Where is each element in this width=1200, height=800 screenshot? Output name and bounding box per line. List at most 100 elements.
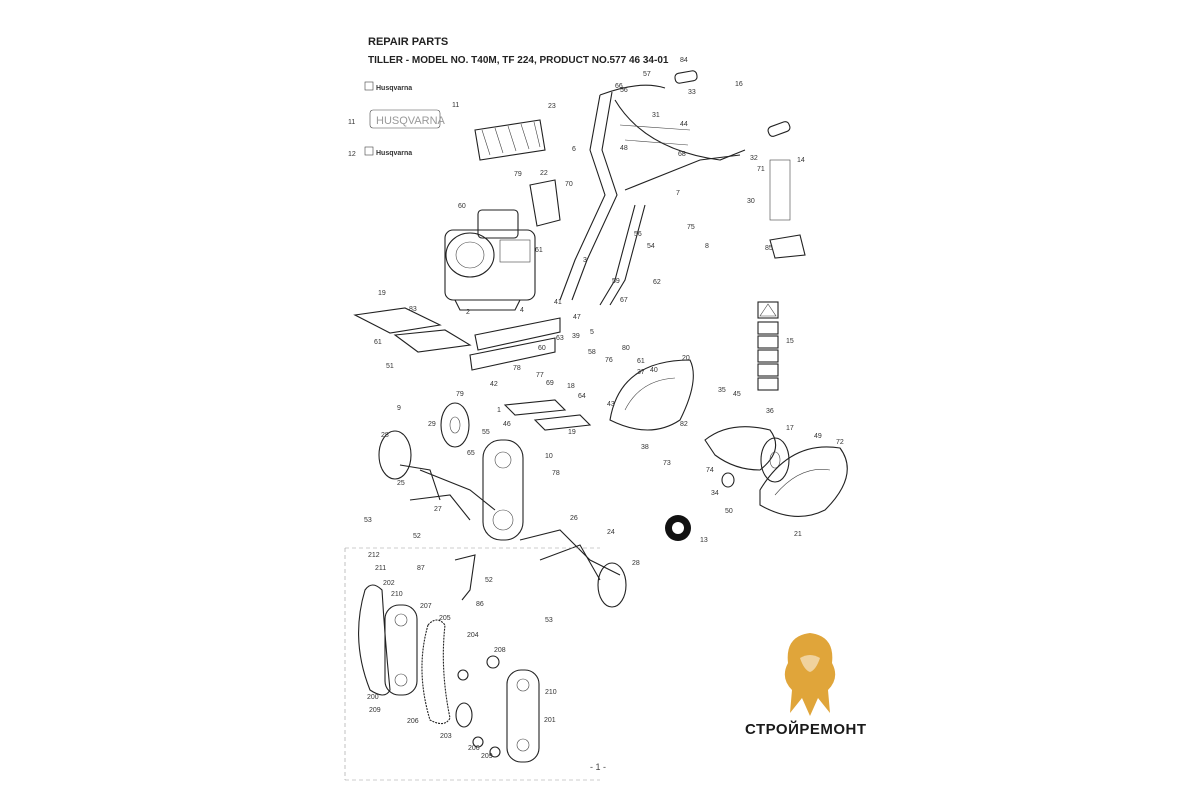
chain-case [482,439,524,541]
page-subtitle: TILLER - MODEL NO. T40M, TF 224, PRODUCT… [368,55,669,66]
logo-wordmark: СТРОЙРЕМОНТ [745,721,867,738]
svg-text:210: 210 [545,689,557,696]
handlebar-assembly [559,70,791,306]
svg-text:39: 39 [572,333,580,340]
svg-text:48: 48 [620,145,628,152]
svg-text:78: 78 [552,470,560,477]
belt-cover [609,359,694,431]
svg-text:62: 62 [653,279,661,286]
svg-text:45: 45 [733,391,741,398]
svg-text:36: 36 [766,408,774,415]
svg-text:26: 26 [570,515,578,522]
svg-text:209: 209 [481,753,493,760]
svg-text:33: 33 [688,89,696,96]
svg-text:15: 15 [786,338,794,345]
svg-text:57: 57 [643,71,651,78]
svg-text:11: 11 [348,119,355,126]
svg-text:35: 35 [718,387,726,394]
svg-text:84: 84 [680,57,688,64]
svg-text:19: 19 [568,429,576,436]
chain-drive-inset [344,547,600,781]
svg-text:87: 87 [417,565,425,572]
svg-text:10: 10 [545,453,553,460]
svg-text:78: 78 [513,365,521,372]
svg-text:80: 80 [622,345,630,352]
svg-text:86: 86 [476,601,484,608]
warning-labels [757,301,779,391]
svg-text:79: 79 [456,391,464,398]
svg-text:56: 56 [634,231,642,238]
svg-text:56: 56 [620,87,628,94]
svg-text:75: 75 [687,224,695,231]
svg-text:30: 30 [747,198,755,205]
svg-text:85: 85 [765,245,773,252]
svg-text:55: 55 [482,429,490,436]
svg-text:22: 22 [540,170,548,177]
svg-text:206: 206 [407,718,419,725]
svg-text:206: 206 [468,745,480,752]
svg-text:61: 61 [374,339,382,346]
svg-text:47: 47 [573,314,581,321]
svg-text:60: 60 [458,203,466,210]
decal-brand-top: Husqvarna [376,85,413,92]
shield-23 [474,119,546,161]
page-number: - 1 - [590,762,607,772]
engine-assembly [444,209,536,311]
svg-text:14: 14 [797,157,805,164]
part-85 [769,234,806,259]
svg-text:1: 1 [497,407,501,414]
svg-text:42: 42 [490,381,498,388]
svg-text:50: 50 [725,508,733,515]
svg-text:70: 70 [565,181,573,188]
svg-text:17: 17 [786,425,794,432]
svg-text:18: 18 [567,383,575,390]
svg-text:32: 32 [750,155,758,162]
svg-text:21: 21 [794,531,802,538]
svg-text:20: 20 [682,355,690,362]
svg-text:202: 202 [383,580,395,587]
svg-text:8: 8 [705,243,709,250]
svg-text:58: 58 [588,349,596,356]
svg-text:64: 64 [578,393,586,400]
left-wheel-and-tines [378,402,496,521]
svg-text:73: 73 [663,460,671,467]
svg-text:53: 53 [545,617,553,624]
svg-text:208: 208 [494,647,506,654]
svg-text:51: 51 [386,363,394,370]
belt-and-pulley [704,426,790,488]
svg-text:40: 40 [650,367,658,374]
svg-text:28: 28 [632,560,640,567]
svg-text:68: 68 [678,151,686,158]
svg-text:23: 23 [548,103,556,110]
svg-text:59: 59 [612,278,620,285]
svg-text:79: 79 [514,171,522,178]
cover-21 [759,446,848,517]
svg-text:203: 203 [440,733,452,740]
page-title: REPAIR PARTS [368,36,449,48]
svg-text:52: 52 [485,577,493,584]
svg-text:53: 53 [364,517,372,524]
svg-text:60: 60 [538,345,546,352]
chassis-assembly [353,307,592,431]
svg-text:31: 31 [652,112,660,119]
svg-text:12: 12 [348,151,356,158]
svg-text:4: 4 [520,307,524,314]
svg-text:7: 7 [676,190,680,197]
svg-text:200: 200 [367,694,379,701]
svg-text:2: 2 [466,309,470,316]
svg-text:76: 76 [605,357,613,364]
svg-text:71: 71 [757,166,765,173]
svg-text:65: 65 [467,450,475,457]
svg-text:205: 205 [439,615,451,622]
svg-text:41: 41 [554,299,562,306]
svg-text:43: 43 [607,401,615,408]
svg-text:HUSQVARNA: HUSQVARNA [376,115,446,127]
svg-text:66: 66 [615,83,623,90]
svg-text:74: 74 [706,467,714,474]
svg-text:6: 6 [572,146,576,153]
svg-text:16: 16 [735,81,743,88]
svg-text:19: 19 [378,290,386,297]
svg-text:24: 24 [607,529,615,536]
svg-text:13: 13 [700,537,708,544]
